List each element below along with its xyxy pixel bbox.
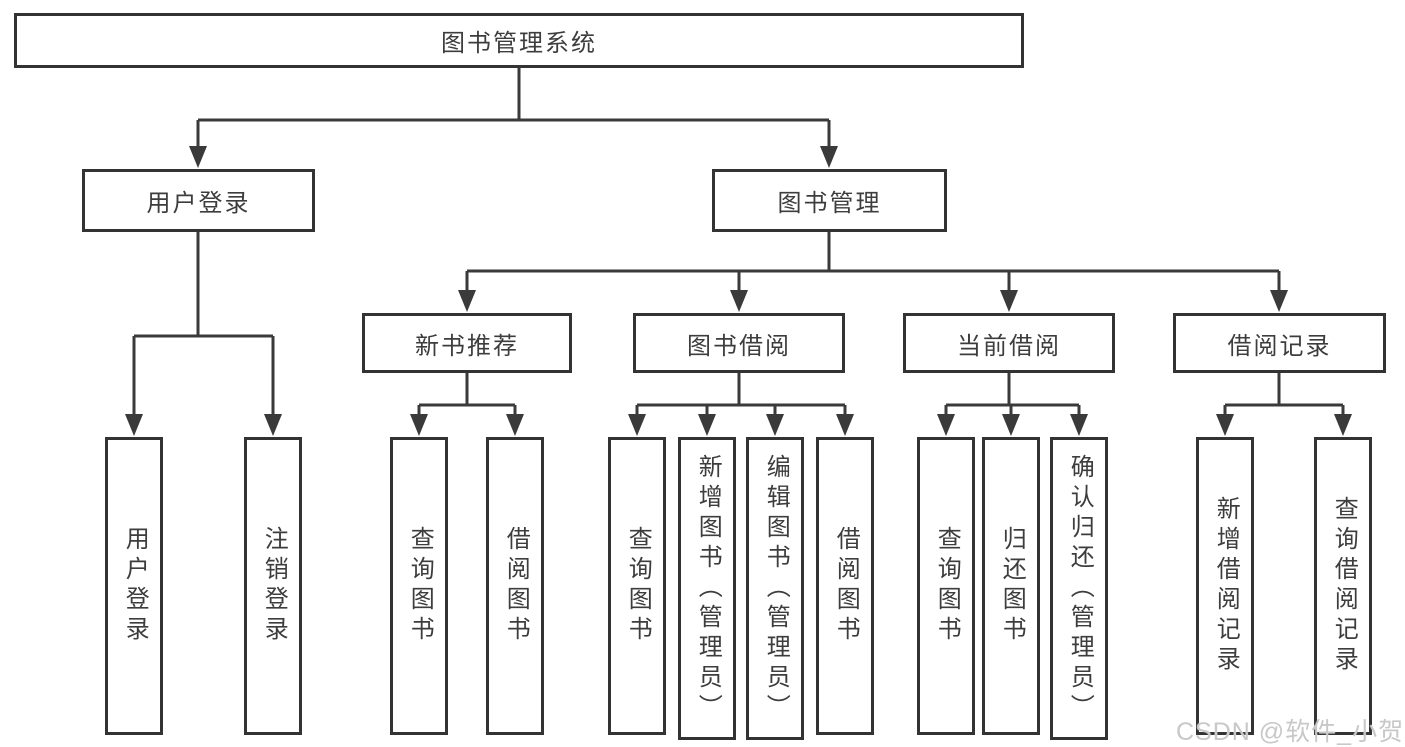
node-book-borrowing: 图书借阅 — [633, 313, 845, 373]
leaf-query-books-borrow: 查询图书 — [608, 437, 666, 735]
leaf-label: 新增图书（管理员） — [694, 453, 722, 724]
leaf-logout: 注销登录 — [244, 437, 302, 735]
leaf-query-books-recommend: 查询图书 — [390, 437, 448, 735]
node-root-system: 图书管理系统 — [14, 13, 1024, 68]
leaf-label: 查询借阅记录 — [1330, 496, 1358, 676]
leaf-label: 归还图书 — [998, 526, 1026, 646]
leaf-label: 查询图书 — [933, 526, 961, 646]
leaf-label: 用户登录 — [121, 526, 149, 646]
node-book-management: 图书管理 — [712, 169, 947, 232]
node-new-book-recommendation: 新书推荐 — [362, 313, 572, 373]
leaf-query-books-current: 查询图书 — [917, 437, 975, 735]
leaf-add-borrow-record: 新增借阅记录 — [1196, 437, 1254, 735]
leaf-borrow-books-recommend: 借阅图书 — [486, 437, 544, 735]
leaf-label: 注销登录 — [260, 526, 288, 646]
leaf-label: 查询图书 — [406, 526, 434, 646]
leaf-add-books-admin: 新增图书（管理员） — [678, 437, 736, 740]
node-current-borrowing: 当前借阅 — [903, 313, 1115, 373]
leaf-user-login: 用户登录 — [105, 437, 163, 735]
leaf-query-borrow-record: 查询借阅记录 — [1314, 437, 1372, 735]
node-user-login: 用户登录 — [82, 169, 315, 232]
leaf-confirm-return-admin: 确认归还（管理员） — [1050, 437, 1108, 740]
leaf-label: 编辑图书（管理员） — [762, 453, 790, 724]
csdn-watermark: CSDN @软件_小贺同学 — [1176, 718, 1405, 746]
leaf-label: 借阅图书 — [502, 526, 530, 646]
leaf-edit-books-admin: 编辑图书（管理员） — [746, 437, 804, 740]
leaf-label: 确认归还（管理员） — [1066, 453, 1094, 724]
leaf-label: 借阅图书 — [832, 526, 860, 646]
leaf-return-books: 归还图书 — [982, 437, 1040, 735]
leaf-label: 查询图书 — [624, 526, 652, 646]
leaf-borrow-books: 借阅图书 — [816, 437, 874, 735]
node-borrowing-records: 借阅记录 — [1173, 313, 1386, 373]
leaf-label: 新增借阅记录 — [1212, 496, 1240, 676]
